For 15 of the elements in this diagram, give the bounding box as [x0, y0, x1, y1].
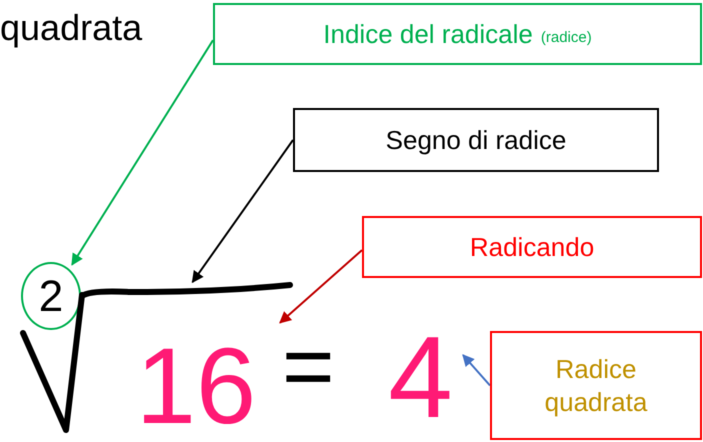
radicand-number: 16 [112, 318, 280, 436]
note-text: (radice) [540, 29, 592, 48]
leader-arrow [462, 354, 491, 386]
leader-arrow [71, 40, 214, 266]
root-number: 4 [378, 305, 463, 430]
callout-box [213, 3, 702, 65]
leader-arrow [192, 139, 294, 284]
callout-box: Segno di radice [293, 108, 659, 172]
leader-arrow [279, 249, 363, 324]
index-circle: 2 [21, 262, 81, 330]
callout-box: Radice quadrata [490, 331, 702, 440]
heading-fragment: quadrata [0, 8, 142, 48]
equals-sign: = [282, 318, 335, 417]
callout-box: Radicando [362, 216, 702, 278]
label-text: Indice del radicale [323, 18, 533, 50]
